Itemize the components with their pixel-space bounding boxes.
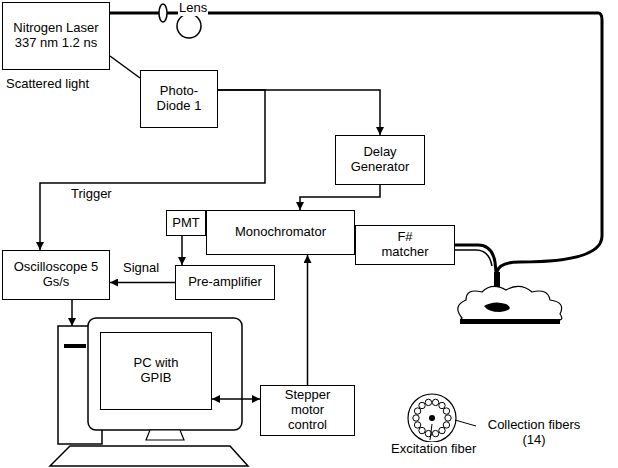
signal-label: Signal (122, 261, 160, 276)
collection-fiber-end (425, 399, 431, 405)
connector-arrow (212, 398, 260, 400)
collection-fiber-end (419, 402, 425, 408)
lens-symbol (159, 4, 167, 22)
box-label: F# matcher (378, 230, 433, 260)
pc-screen-box: PC with GPIB (100, 332, 212, 410)
part-label: Scattered light (5, 77, 90, 92)
connector-arrow (110, 56, 140, 78)
monitor (88, 318, 242, 430)
collection-fiber-end (439, 427, 445, 433)
leader-line (430, 424, 432, 440)
fiber-bundle (408, 394, 456, 442)
collection-fiber (455, 250, 492, 266)
connector-arrow (110, 282, 175, 284)
collection-fiber-end (443, 422, 449, 428)
stepper-control-box: Stepper motor control (260, 385, 355, 436)
oscilloscope-box: Oscilloscope 5 Gs/s (2, 250, 110, 300)
box-label: PMT (172, 216, 199, 231)
collection-fiber-end (413, 415, 419, 421)
leader-line (455, 420, 476, 426)
box-label: Monochromator (235, 225, 326, 240)
part-label: Collection fibers (14) (478, 418, 590, 448)
bundle-outline (408, 394, 456, 442)
connector-arrow (71, 300, 73, 326)
box-label: Pre-amplifier (188, 275, 262, 290)
fiber-coupler (177, 14, 201, 38)
collection-fiber-end (443, 408, 449, 414)
collection-fiber-end (439, 402, 445, 408)
collection-fiber-end (432, 399, 438, 405)
box-label: Oscilloscope 5 Gs/s (11, 260, 101, 290)
pmt-box: PMT (166, 210, 206, 236)
connector-arrow (218, 90, 380, 135)
part-label: Lens (178, 1, 208, 16)
monitor-stand (146, 430, 184, 440)
photodiode-box: Photo- Diode 1 (140, 70, 218, 128)
part-label: Excitation fiber (390, 442, 477, 457)
collection-fiber (455, 245, 496, 272)
collection-fiber-end (445, 415, 451, 421)
f-matcher-box: F# matcher (355, 225, 455, 265)
sample-spot (484, 302, 510, 312)
box-label: Delay Generator (340, 145, 420, 175)
drive-slot (64, 344, 86, 348)
connector-arrow (307, 255, 309, 385)
keyboard (50, 446, 248, 466)
laser-box: Nitrogen Laser 337 nm 1.2 ns (2, 2, 110, 70)
excitation-fiber (110, 13, 602, 300)
connector-arrow (181, 236, 183, 265)
collection-fiber-end (432, 430, 438, 436)
box-label: PC with GPIB (126, 356, 186, 386)
sample-stage (460, 319, 560, 324)
box-label: Nitrogen Laser 337 nm 1.2 ns (8, 21, 104, 51)
box-label: Photo- Diode 1 (155, 84, 203, 114)
tissue-sample (458, 286, 562, 320)
collection-fiber-end (419, 427, 425, 433)
collection-fiber-end (414, 408, 420, 414)
preamplifier-box: Pre-amplifier (175, 265, 275, 300)
excitation-core (429, 415, 435, 421)
signal-label: Trigger (70, 187, 113, 202)
delay-generator-box: Delay Generator (335, 135, 425, 185)
box-label: Stepper motor control (278, 388, 338, 433)
collection-fiber-end (414, 422, 420, 428)
monochromator-box: Monochromator (206, 210, 355, 255)
connector-arrow (300, 185, 380, 210)
